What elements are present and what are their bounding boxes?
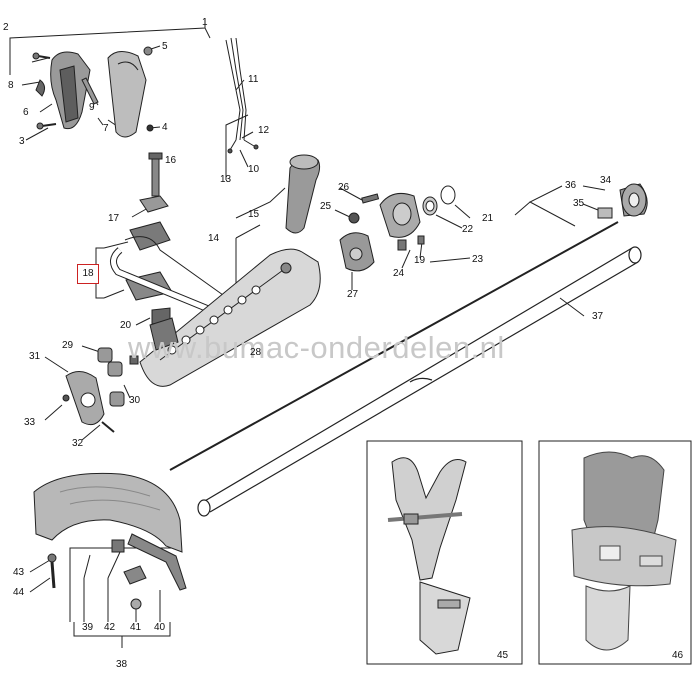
blade-guard [33,472,187,610]
shaft-tube [197,246,642,517]
part-label-26[interactable]: 26 [338,182,350,193]
part-label-4[interactable]: 4 [162,122,168,133]
part-label-25[interactable]: 25 [320,201,332,212]
part-label-23[interactable]: 23 [472,254,484,265]
part-label-45[interactable]: 45 [497,650,509,661]
part-label-40[interactable]: 40 [154,622,166,633]
part-label-12[interactable]: 12 [258,125,270,136]
part-label-37[interactable]: 37 [592,311,604,322]
part-label-17[interactable]: 17 [108,213,120,224]
part-label-43[interactable]: 43 [13,567,25,578]
part-label-9[interactable]: 9 [89,102,95,113]
part-label-14[interactable]: 14 [208,233,220,244]
part-label-44[interactable]: 44 [13,587,25,598]
part-label-36[interactable]: 36 [565,180,577,191]
part-label-20[interactable]: 20 [120,320,132,331]
part-label-24[interactable]: 24 [393,268,405,279]
part-label-1[interactable]: 1 [202,17,208,28]
part-label-6[interactable]: 6 [23,107,29,118]
single-harness [387,457,471,655]
part-label-39[interactable]: 39 [82,622,94,633]
part-label-5[interactable]: 5 [162,41,168,52]
part-label-11[interactable]: 11 [248,74,259,85]
part-label-34[interactable]: 34 [600,175,612,186]
gear-head-parts [597,183,648,219]
part-label-29[interactable]: 29 [62,340,74,351]
wire-harness [225,37,259,154]
part-label-15[interactable]: 15 [248,209,260,220]
part-label-21[interactable]: 21 [482,213,494,224]
part-label-13[interactable]: 13 [220,174,232,185]
part-label-3[interactable]: 3 [19,136,25,147]
part-label-22[interactable]: 22 [462,224,474,235]
part-label-16[interactable]: 16 [165,155,177,166]
part-label-38[interactable]: 38 [116,659,128,670]
part-label-33[interactable]: 33 [24,417,36,428]
drive-shaft [169,221,619,471]
part-label-19[interactable]: 19 [414,255,426,266]
part-label-31[interactable]: 31 [29,351,41,362]
part-label-7[interactable]: 7 [103,123,109,134]
anti-vibration-parts [62,347,139,433]
clutch-parts [339,185,456,272]
throttle-handle [32,46,154,138]
part-label-46[interactable]: 46 [672,650,684,661]
part-label-2[interactable]: 2 [3,22,9,33]
part-label-27[interactable]: 27 [347,289,359,300]
part-label-10[interactable]: 10 [248,164,260,175]
part-label-28[interactable]: 28 [250,347,262,358]
single-harness-box [366,440,523,665]
right-grip [285,154,321,234]
part-label-35[interactable]: 35 [573,198,585,209]
part-label-30[interactable]: 30 [129,395,141,406]
part-label-8[interactable]: 8 [8,80,14,91]
leader-lines [9,18,606,648]
part-label-41[interactable]: 41 [130,622,142,633]
part-label-32[interactable]: 32 [72,438,84,449]
engine-housing [139,248,321,387]
double-harness-box [538,440,692,665]
double-harness [571,451,677,651]
part-label-42[interactable]: 42 [104,622,116,633]
watermark-text: www.bumac-onderdelen.nl [128,330,505,365]
highlighted-part-18-label[interactable]: 18 [77,264,99,284]
